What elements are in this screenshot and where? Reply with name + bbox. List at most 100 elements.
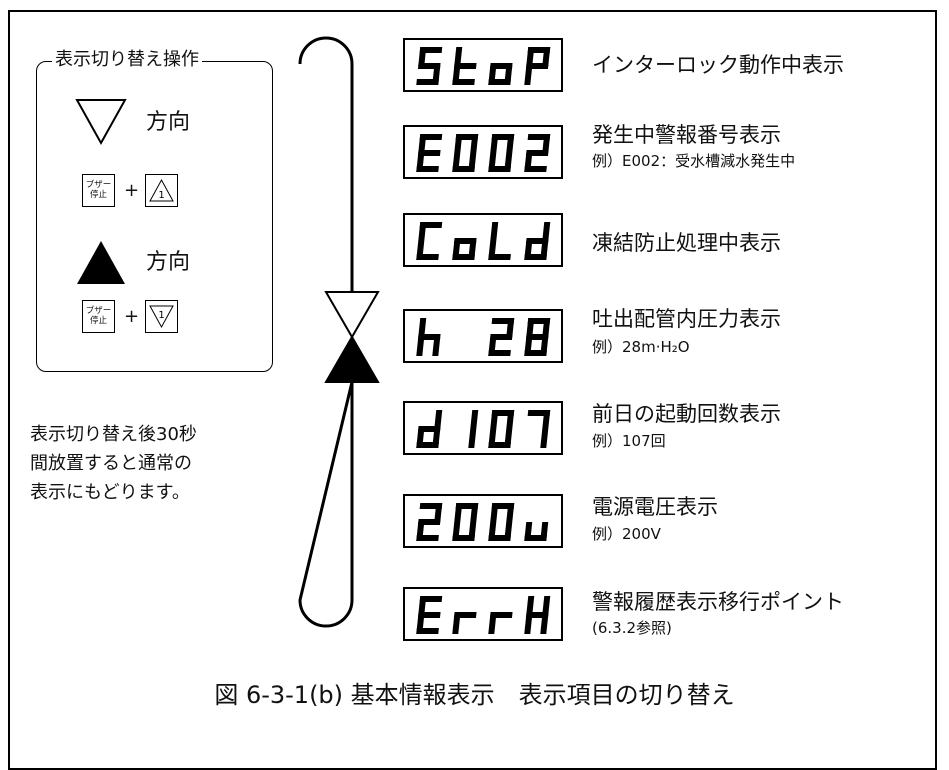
loop-track [298,36,354,628]
segment [542,134,551,153]
display-alarm-history [403,587,563,641]
segment [506,134,515,153]
up-triangle-filled-icon [77,241,125,284]
note-line-1: 表示切り替え後30秒 [30,424,197,445]
segment [418,47,427,66]
segment [468,241,477,260]
segment [488,337,497,356]
up-key: 1 [145,174,178,207]
segment [432,337,441,356]
seven-segment-digits [416,222,551,260]
segment [524,615,533,634]
segment [506,318,515,337]
up-direction-label: 方向 [146,250,191,275]
segment [524,522,533,541]
item-sub-7: (6.3.2参照) [592,619,672,637]
segment [452,522,461,541]
segment [504,66,513,85]
segment [542,318,551,337]
note-line-2: 間放置すると通常の [30,453,192,474]
segment [452,241,461,260]
segment [540,522,549,541]
plus-sign-2: + [124,306,140,327]
down-triangle-icon [75,99,127,146]
segment [488,153,497,172]
segment [542,596,551,615]
seven-segment-digits [416,47,551,85]
segment [434,410,443,429]
segment [434,503,443,522]
segment [542,222,551,241]
segment [488,615,497,634]
segment [540,337,549,356]
segment [490,134,499,153]
segment [454,134,463,153]
display-start-count [403,401,563,455]
segment [542,410,551,429]
segment [488,522,497,541]
segment [416,615,425,634]
down-direction-label: 方向 [146,110,191,135]
seven-segment-digits [416,596,551,634]
segment [432,429,441,448]
segment [416,429,425,448]
segment [452,66,461,85]
segment [526,47,535,66]
segment [524,66,533,85]
segment [506,503,515,522]
segment [506,410,515,429]
cycle-loop [298,36,380,628]
segment [452,615,461,634]
segment [526,318,535,337]
down-arrow-icon [324,291,380,339]
seven-segment-digits [416,134,551,172]
segment [418,222,427,241]
segment [490,410,499,429]
item-title-7: 警報履歴表示移行ポイント [592,590,844,614]
item-sub-6: 例）200V [592,525,661,543]
segment [418,318,427,337]
up-key-number: 1 [158,190,164,201]
segment [452,153,461,172]
segment [470,410,479,429]
down-key-number: 1 [158,310,164,321]
segment [468,153,477,172]
plus-sign: + [124,180,140,201]
segment [504,522,513,541]
up-arrow-icon [324,335,380,383]
segment [526,596,535,615]
item-title-4: 吐出配管内圧力表示 [592,307,781,331]
segment [416,522,425,541]
segment [488,66,497,85]
display-stop [403,38,563,92]
item-sub-4: 例）28m·H₂O [592,338,690,356]
segment [524,153,533,172]
segment [470,134,479,153]
segment [488,241,497,260]
segment [454,503,463,522]
segment [416,241,425,260]
segment [418,134,427,153]
segment [542,47,551,66]
note-text: 表示切り替え後30秒 間放置すると通常の 表示にもどります。 [30,420,197,507]
segment [416,153,425,172]
segment [416,337,425,356]
segment [524,241,533,260]
item-sub-2: 例）E002：受水槽減水発生中 [592,152,796,170]
seven-segment-digits [416,503,549,541]
note-line-3: 表示にもどります。 [30,482,190,503]
display-cold [403,213,563,267]
segment [504,429,513,448]
segment [468,522,477,541]
segment [454,47,463,66]
segment [540,615,549,634]
segment [504,153,513,172]
display-alarm-number [403,125,563,179]
seven-segment-digits [416,318,551,356]
segment [470,503,479,522]
segment [418,596,427,615]
display-voltage [403,494,563,548]
buzzer-stop-key: ブザー 停止 [82,174,115,207]
segment [490,222,499,241]
item-title-6: 電源電圧表示 [592,495,718,519]
